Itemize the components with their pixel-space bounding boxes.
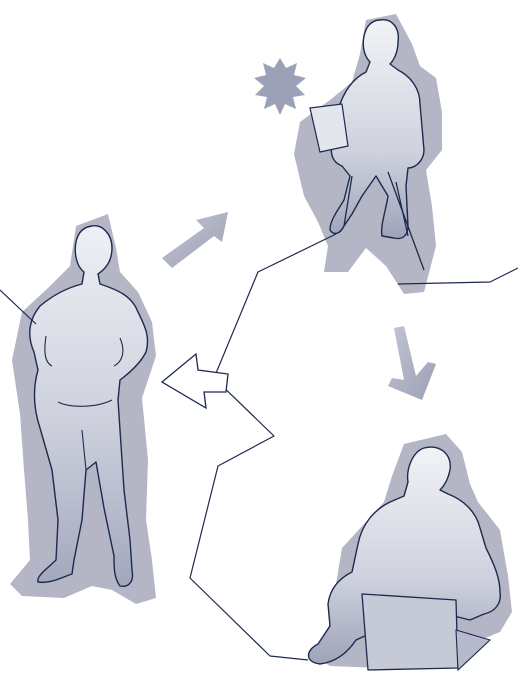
crouching-man-figure bbox=[309, 434, 513, 670]
starburst-icon bbox=[254, 58, 306, 115]
down-arrow bbox=[388, 326, 436, 400]
seated-man-figure bbox=[294, 14, 442, 294]
standing-woman-figure bbox=[10, 214, 156, 604]
line-arrow-to-bottom bbox=[190, 378, 308, 660]
up-right-arrow bbox=[162, 212, 228, 268]
left-outline-arrow bbox=[162, 354, 228, 408]
crouching-man-laptop bbox=[362, 594, 458, 670]
line-seated-to-arrow bbox=[214, 234, 336, 378]
